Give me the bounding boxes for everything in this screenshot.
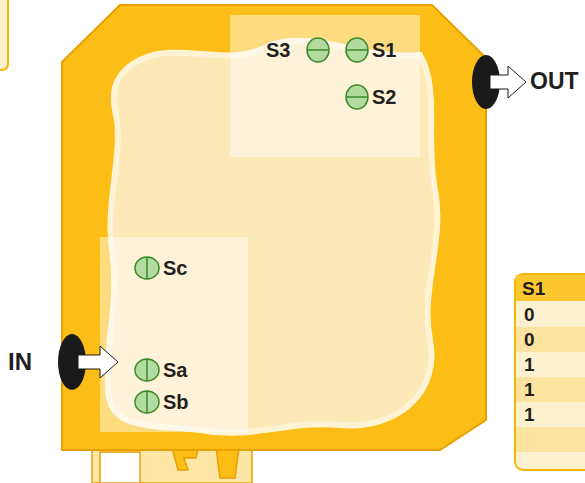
table-cell: 1: [524, 380, 535, 399]
table-cell: 1: [524, 355, 535, 374]
switch-panel: [100, 237, 248, 432]
signal-name: IN: [8, 350, 32, 374]
output-terminal: [472, 55, 526, 109]
settings-table: [515, 274, 585, 470]
switch-label: S3: [266, 40, 290, 60]
table-cell: 1: [524, 405, 535, 424]
switch-panel: [230, 15, 420, 157]
table-cell: 0: [524, 330, 535, 349]
input-terminal: [58, 334, 118, 390]
switch-label: Sc: [163, 258, 187, 278]
dip-switch: [307, 38, 368, 109]
table-cell: 0: [524, 305, 535, 324]
switch-label: Sb: [163, 392, 189, 412]
switch-label: S1: [372, 40, 396, 60]
table-header: S1: [522, 279, 545, 298]
housing: [62, 5, 486, 450]
signal-name: OUT: [530, 70, 579, 93]
switch-label: Sa: [163, 360, 187, 380]
dip-switch: [135, 257, 159, 413]
cut-off-panel: [0, 0, 8, 70]
switch-label: S2: [372, 87, 396, 107]
